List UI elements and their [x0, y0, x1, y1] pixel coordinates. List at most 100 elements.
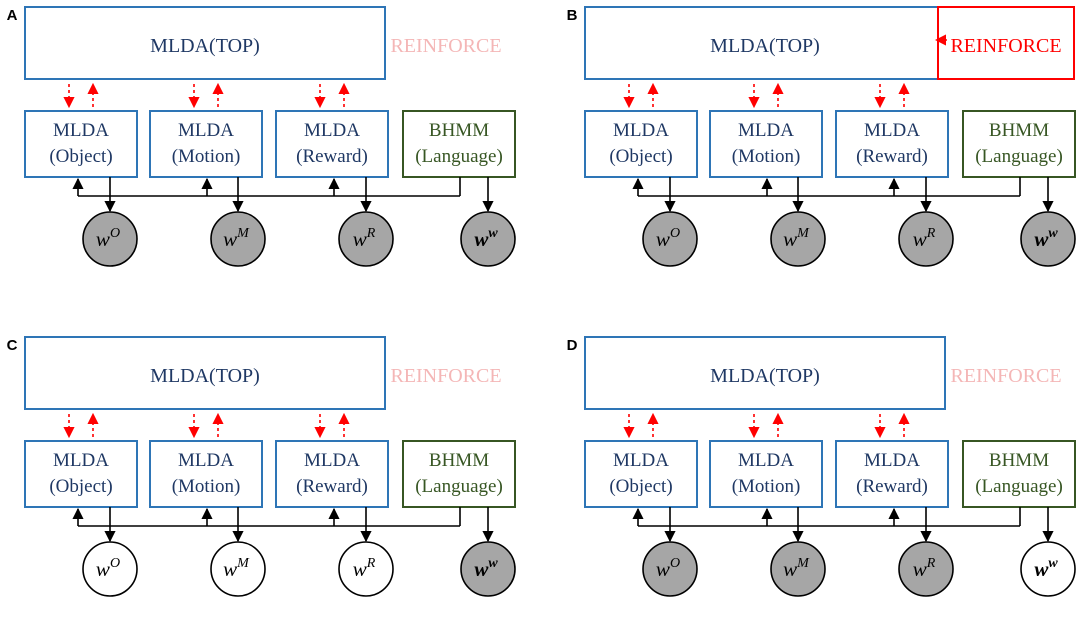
- node-label-object: wO: [96, 226, 120, 251]
- bhmm-language-title: BHMM: [989, 450, 1049, 471]
- node-language: [1020, 211, 1076, 267]
- mlda-object-subtitle: (Object): [49, 476, 112, 497]
- mlda-top-box: [584, 6, 946, 80]
- node-reward: [898, 211, 954, 267]
- node-sup-language: w: [488, 226, 498, 241]
- mlda-reward-subtitle: (Reward): [856, 146, 928, 167]
- mlda-reward-box: [835, 440, 949, 508]
- node-base-reward: w: [913, 227, 927, 251]
- node-sup-reward: R: [926, 556, 936, 571]
- node-label-reward: wR: [913, 226, 936, 251]
- mlda-motion-subtitle: (Motion): [172, 476, 241, 497]
- node-label-motion: wM: [223, 226, 250, 251]
- mlda-motion-title: MLDA: [178, 120, 234, 141]
- mlda-object-title: MLDA: [613, 450, 669, 471]
- bhmm-language-box: [402, 110, 516, 178]
- node-sup-reward: R: [366, 226, 376, 241]
- mlda-motion-title: MLDA: [738, 120, 794, 141]
- node-base-motion: w: [223, 557, 237, 581]
- reinforce-label: REINFORCE: [390, 35, 501, 57]
- bhmm-language-subtitle: (Language): [975, 146, 1063, 167]
- node-sup-motion: M: [796, 556, 810, 571]
- node-reward: [898, 541, 954, 597]
- mlda-top-label: MLDA(TOP): [150, 35, 260, 57]
- node-label-motion: wM: [783, 556, 810, 581]
- node-motion: [770, 541, 826, 597]
- node-base-object: w: [656, 557, 670, 581]
- node-label-language: ww: [1034, 226, 1058, 251]
- mlda-motion-title: MLDA: [738, 450, 794, 471]
- mlda-object-box: [24, 110, 138, 178]
- node-sup-object: O: [110, 226, 120, 241]
- node-label-language: ww: [1034, 556, 1058, 581]
- mlda-reward-title: MLDA: [864, 120, 920, 141]
- node-sup-language: w: [488, 556, 498, 571]
- node-label-object: wO: [656, 226, 680, 251]
- node-base-reward: w: [913, 557, 927, 581]
- panel-a: AMLDA(TOP)REINFORCEMLDA(Object)MLDA(Moti…: [7, 6, 516, 267]
- reinforce-label: REINFORCE: [950, 35, 1061, 57]
- panel-letter-b: B: [567, 7, 578, 24]
- node-label-language: ww: [474, 556, 498, 581]
- node-base-language: w: [1034, 227, 1049, 251]
- node-base-object: w: [656, 227, 670, 251]
- mlda-reward-subtitle: (Reward): [296, 146, 368, 167]
- node-sup-motion: M: [236, 226, 250, 241]
- bhmm-language-title: BHMM: [429, 120, 489, 141]
- node-motion: [210, 211, 266, 267]
- mlda-top-box: [24, 336, 386, 410]
- node-label-language: ww: [474, 226, 498, 251]
- mlda-top-box: [584, 336, 946, 410]
- mlda-object-box: [584, 440, 698, 508]
- mlda-motion-box: [149, 440, 263, 508]
- mlda-reward-title: MLDA: [304, 120, 360, 141]
- mlda-motion-subtitle: (Motion): [732, 146, 801, 167]
- bhmm-language-subtitle: (Language): [975, 476, 1063, 497]
- node-motion: [210, 541, 266, 597]
- reinforce-box: [937, 6, 1075, 80]
- mlda-top-label: MLDA(TOP): [710, 35, 820, 57]
- node-object: [82, 211, 138, 267]
- node-sup-language: w: [1048, 226, 1058, 241]
- node-base-language: w: [474, 227, 489, 251]
- mlda-reward-box: [275, 110, 389, 178]
- bhmm-language-box: [962, 110, 1076, 178]
- node-reward: [338, 211, 394, 267]
- node-base-object: w: [96, 227, 110, 251]
- mlda-top-box: [24, 6, 386, 80]
- mlda-object-title: MLDA: [613, 120, 669, 141]
- mlda-motion-subtitle: (Motion): [732, 476, 801, 497]
- panel-b: B MLDA(TOP) REINFORCE MLDA (Object) MLDA (Moti…: [567, 6, 1076, 267]
- node-reward: [338, 541, 394, 597]
- node-motion: [770, 211, 826, 267]
- node-language: [460, 211, 516, 267]
- bhmm-language-subtitle: (Language): [415, 476, 503, 497]
- mlda-object-subtitle: (Object): [609, 146, 672, 167]
- node-sup-object: O: [670, 226, 680, 241]
- mlda-reward-title: MLDA: [864, 450, 920, 471]
- node-base-motion: w: [223, 227, 237, 251]
- mlda-reward-box: [275, 440, 389, 508]
- panel-c: CMLDA(TOP)REINFORCEMLDA(Object)MLDA(Moti…: [7, 336, 516, 597]
- node-label-motion: wM: [223, 556, 250, 581]
- mlda-reward-box: [835, 110, 949, 178]
- bhmm-language-title: BHMM: [989, 120, 1049, 141]
- node-label-object: wO: [656, 556, 680, 581]
- node-base-language: w: [1034, 557, 1049, 581]
- node-base-motion: w: [783, 227, 797, 251]
- node-sup-motion: M: [236, 556, 250, 571]
- mlda-top-label: MLDA(TOP): [710, 365, 820, 387]
- node-sup-motion: M: [796, 226, 810, 241]
- bhmm-language-box: [402, 440, 516, 508]
- panel-d: DMLDA(TOP)REINFORCEMLDA(Object)MLDA(Moti…: [567, 336, 1076, 597]
- node-sup-language: w: [1048, 556, 1058, 571]
- mlda-object-subtitle: (Object): [49, 146, 112, 167]
- node-sup-reward: R: [926, 226, 936, 241]
- panels-root: AMLDA(TOP)REINFORCEMLDA(Object)MLDA(Moti…: [7, 6, 1076, 597]
- mlda-reward-subtitle: (Reward): [856, 476, 928, 497]
- bhmm-language-title: BHMM: [429, 450, 489, 471]
- node-sup-object: O: [670, 556, 680, 571]
- mlda-motion-box: [709, 440, 823, 508]
- node-sup-reward: R: [366, 556, 376, 571]
- node-base-object: w: [96, 557, 110, 581]
